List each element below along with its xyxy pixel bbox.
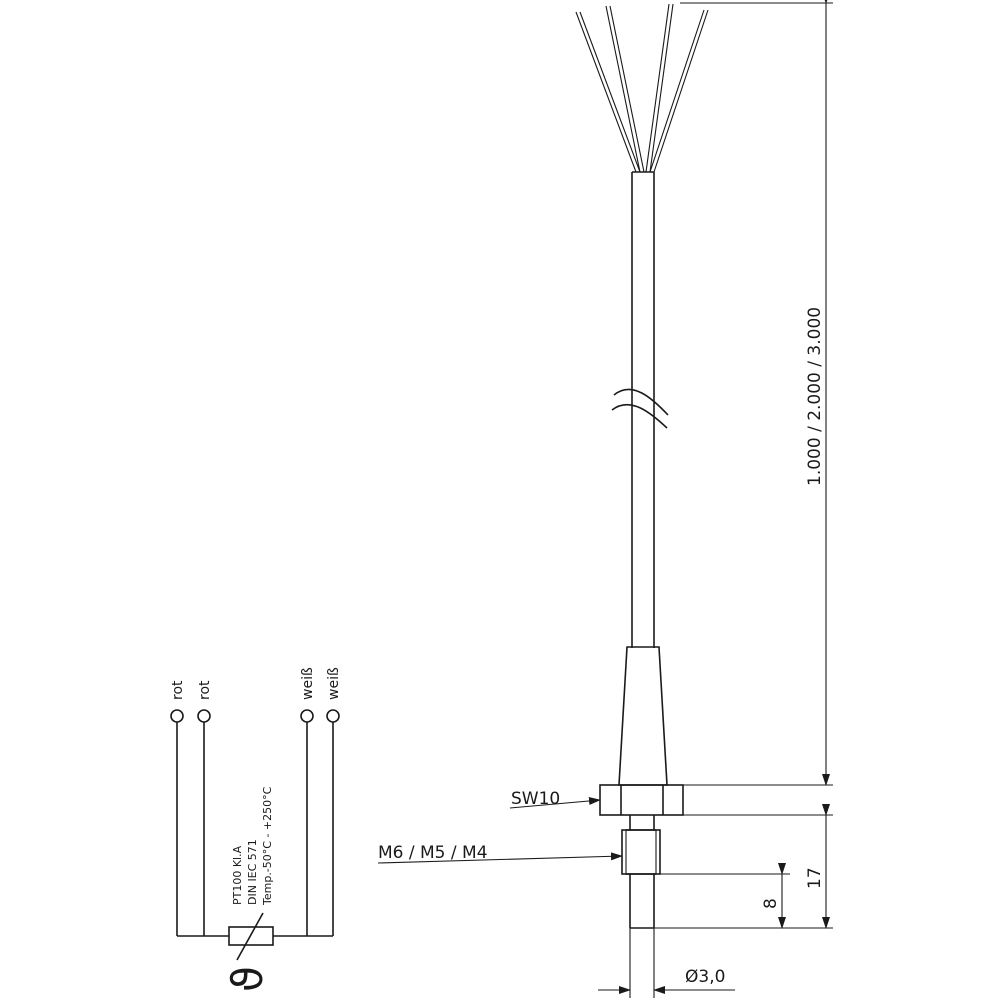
thread-leader (377, 852, 623, 864)
spec-text-2: DIN IEC 571 (246, 839, 259, 905)
cable-length-label: 1.000 / 2.000 / 3.000 (805, 307, 825, 486)
terminal-3 (300, 709, 314, 723)
hex-nut (599, 784, 684, 816)
wire-label-2: rot (197, 680, 213, 700)
diameter-label: Ø3,0 (685, 967, 725, 987)
thread-length-label: 17 (805, 867, 825, 889)
wire-label-1: rot (170, 680, 186, 700)
sensor-wires (575, 3, 709, 173)
wiring-diagram: rot rot weiß weiß PT100 Kl.A DIN IEC 571… (170, 667, 342, 992)
terminal-1 (170, 709, 184, 723)
terminal-2 (197, 709, 211, 723)
sensor-drawing (575, 3, 709, 929)
tip-length-label: 8 (761, 898, 781, 909)
spec-text-3: Temp.-50°C - +250°C (261, 786, 274, 906)
cable-break-symbol (613, 388, 669, 416)
molded-sleeve (618, 646, 668, 786)
thread-label: M6 / M5 / M4 (378, 843, 488, 863)
wrench-size-leader (509, 796, 601, 809)
spec-text-1: PT100 Kl.A (231, 845, 244, 905)
dimensions: 1.000 / 2.000 / 3.000 17 8 SW10 M6 / M5 … (377, 0, 833, 998)
wire-label-4: weiß (326, 667, 342, 700)
resistor-symbol (228, 926, 274, 946)
wrench-size-label: SW10 (511, 789, 560, 809)
thread-body (621, 829, 661, 875)
resistor-slash (236, 912, 264, 961)
wire-label-3: weiß (300, 667, 316, 700)
temperature-symbol: ϑ (223, 966, 272, 992)
terminal-4 (326, 709, 340, 723)
